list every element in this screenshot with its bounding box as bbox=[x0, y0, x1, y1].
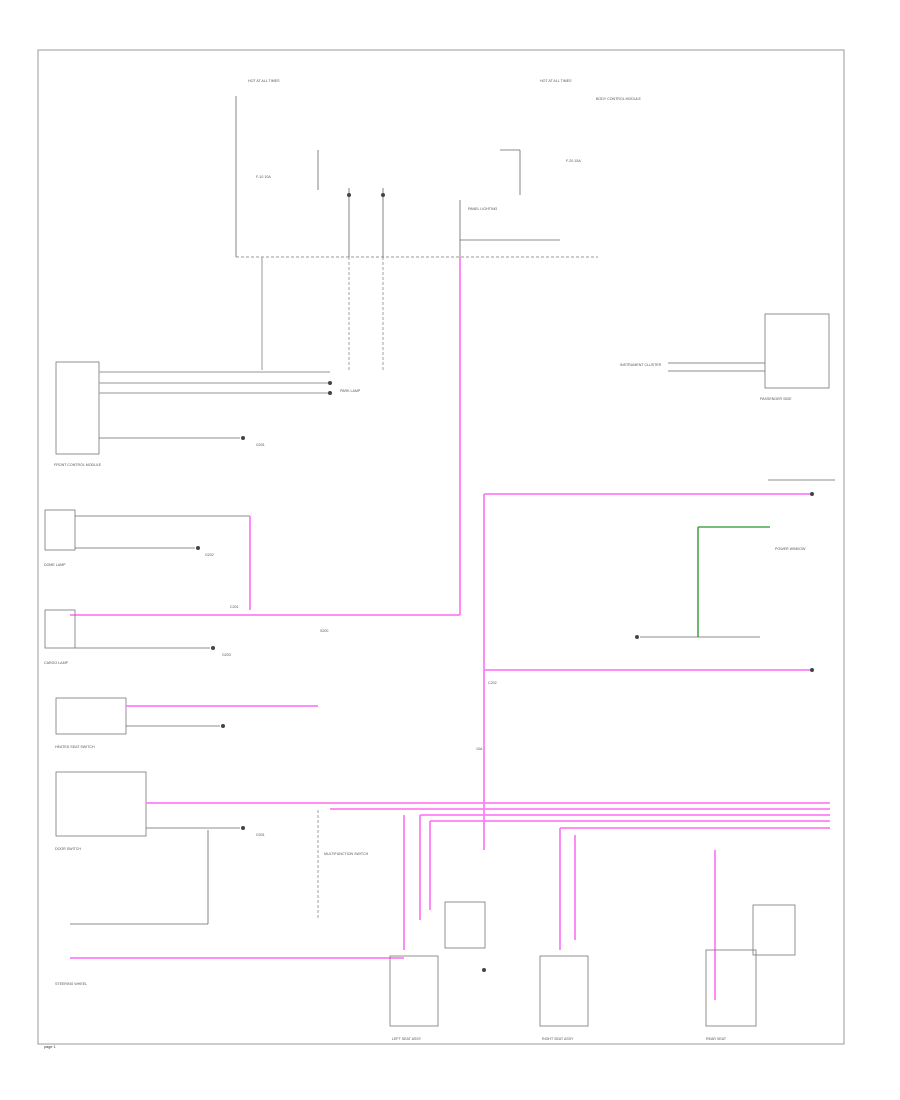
rear-seat: REAR SEAT bbox=[705, 850, 796, 1041]
ground-c-label: G203 bbox=[222, 653, 231, 657]
hot-label-2: HOT AT ALL TIMES bbox=[540, 79, 572, 83]
diagram-frame bbox=[37, 49, 845, 1045]
cargo-lamp-label: CARGO LAMP bbox=[44, 661, 69, 665]
heated-seat-label: HEATED SEAT SWITCH bbox=[55, 745, 95, 749]
ground-a-label: G201 bbox=[256, 443, 265, 447]
heated-seat-switch: HEATED SEAT SWITCH bbox=[55, 697, 318, 749]
rear-seat-label: REAR SEAT bbox=[706, 1037, 727, 1041]
green-circuit: POWER WINDOW bbox=[635, 526, 806, 639]
ground-d-label: G301 bbox=[256, 833, 265, 837]
front-control-module: FRONT CONTROL MODULE PARK LAMP G201 bbox=[54, 361, 361, 467]
front-mc-label: FRONT CONTROL MODULE bbox=[54, 463, 102, 467]
passenger-label: PASSENGER SIDE bbox=[760, 397, 792, 401]
steering-wheel: STEERING WHEEL bbox=[55, 830, 404, 986]
door-switch-label: DOOR SWITCH bbox=[55, 847, 81, 851]
cargo-lamp-module: CARGO LAMP G203 S200 bbox=[44, 609, 328, 665]
steering-label: STEERING WHEEL bbox=[55, 982, 87, 986]
c202-label: C202 bbox=[488, 681, 497, 685]
top-module: HOT AT ALL TIMES HOT AT ALL TIMES BODY C… bbox=[235, 79, 642, 258]
fuse-a-label: F-10 10A bbox=[256, 175, 271, 179]
fuse-b-label: F-20 15A bbox=[566, 159, 581, 163]
bcm-label: BODY CONTROL MODULE bbox=[596, 97, 642, 101]
page-id: page 1 bbox=[44, 1045, 56, 1049]
fuse-value: 10A bbox=[476, 747, 483, 751]
pwr-window-label: POWER WINDOW bbox=[775, 547, 806, 551]
splice-label: S200 bbox=[320, 629, 328, 633]
ps-lighting-label: PANEL LIGHTING bbox=[468, 207, 498, 211]
instrument-label: INSTRUMENT CLUSTER bbox=[620, 363, 662, 367]
door-switch: DOOR SWITCH G301 bbox=[55, 771, 830, 851]
hot-label-1: HOT AT ALL TIMES bbox=[248, 79, 280, 83]
ground-b-label: G202 bbox=[205, 553, 214, 557]
multifunction-block: MULTIFUNCTION SWITCH bbox=[317, 810, 486, 972]
dome-lamp-module: DOME LAMP G202 bbox=[44, 509, 251, 610]
rt-seat-label: RIGHT SEAT ASSY bbox=[542, 1037, 574, 1041]
dome-lamp-label: DOME LAMP bbox=[44, 563, 66, 567]
c201-label: C201 bbox=[230, 605, 239, 609]
multifunction-label: MULTIFUNCTION SWITCH bbox=[324, 852, 369, 856]
fuse-connectors bbox=[261, 188, 461, 615]
park-lamp-label: PARK LAMP bbox=[340, 389, 361, 393]
passenger-module: INSTRUMENT CLUSTER PASSENGER SIDE bbox=[620, 313, 830, 401]
lt-seat-label: LEFT SEAT ASSY bbox=[392, 1037, 422, 1041]
left-seat: LEFT SEAT ASSY bbox=[389, 955, 439, 1041]
right-seat: RIGHT SEAT ASSY bbox=[539, 828, 589, 1041]
